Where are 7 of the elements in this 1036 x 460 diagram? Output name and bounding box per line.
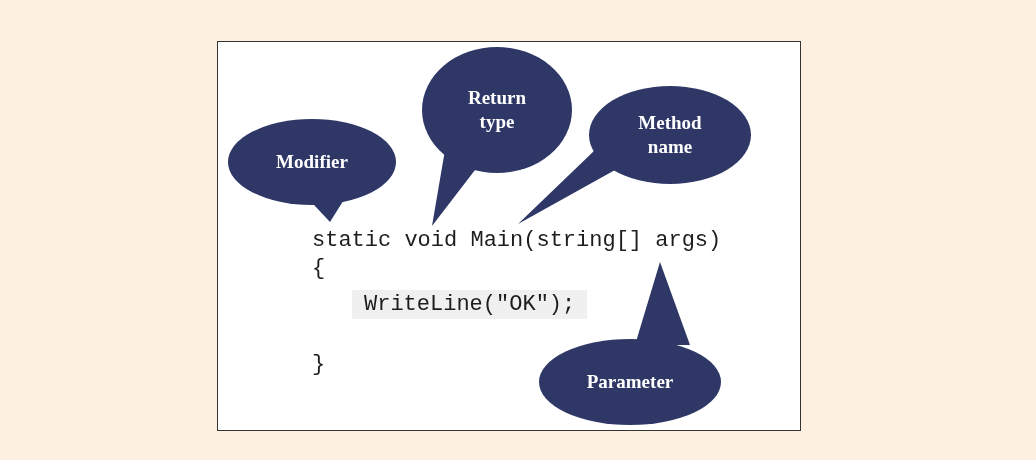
code-line: } — [312, 352, 326, 377]
callout-text: Return type — [466, 86, 528, 134]
callout-text: Parameter — [586, 370, 674, 394]
code-line: { — [312, 256, 326, 281]
callout-text: Method name — [637, 111, 703, 159]
code-line: static void Main(string[] args) — [312, 228, 722, 253]
callout-text: Modifier — [276, 150, 348, 174]
